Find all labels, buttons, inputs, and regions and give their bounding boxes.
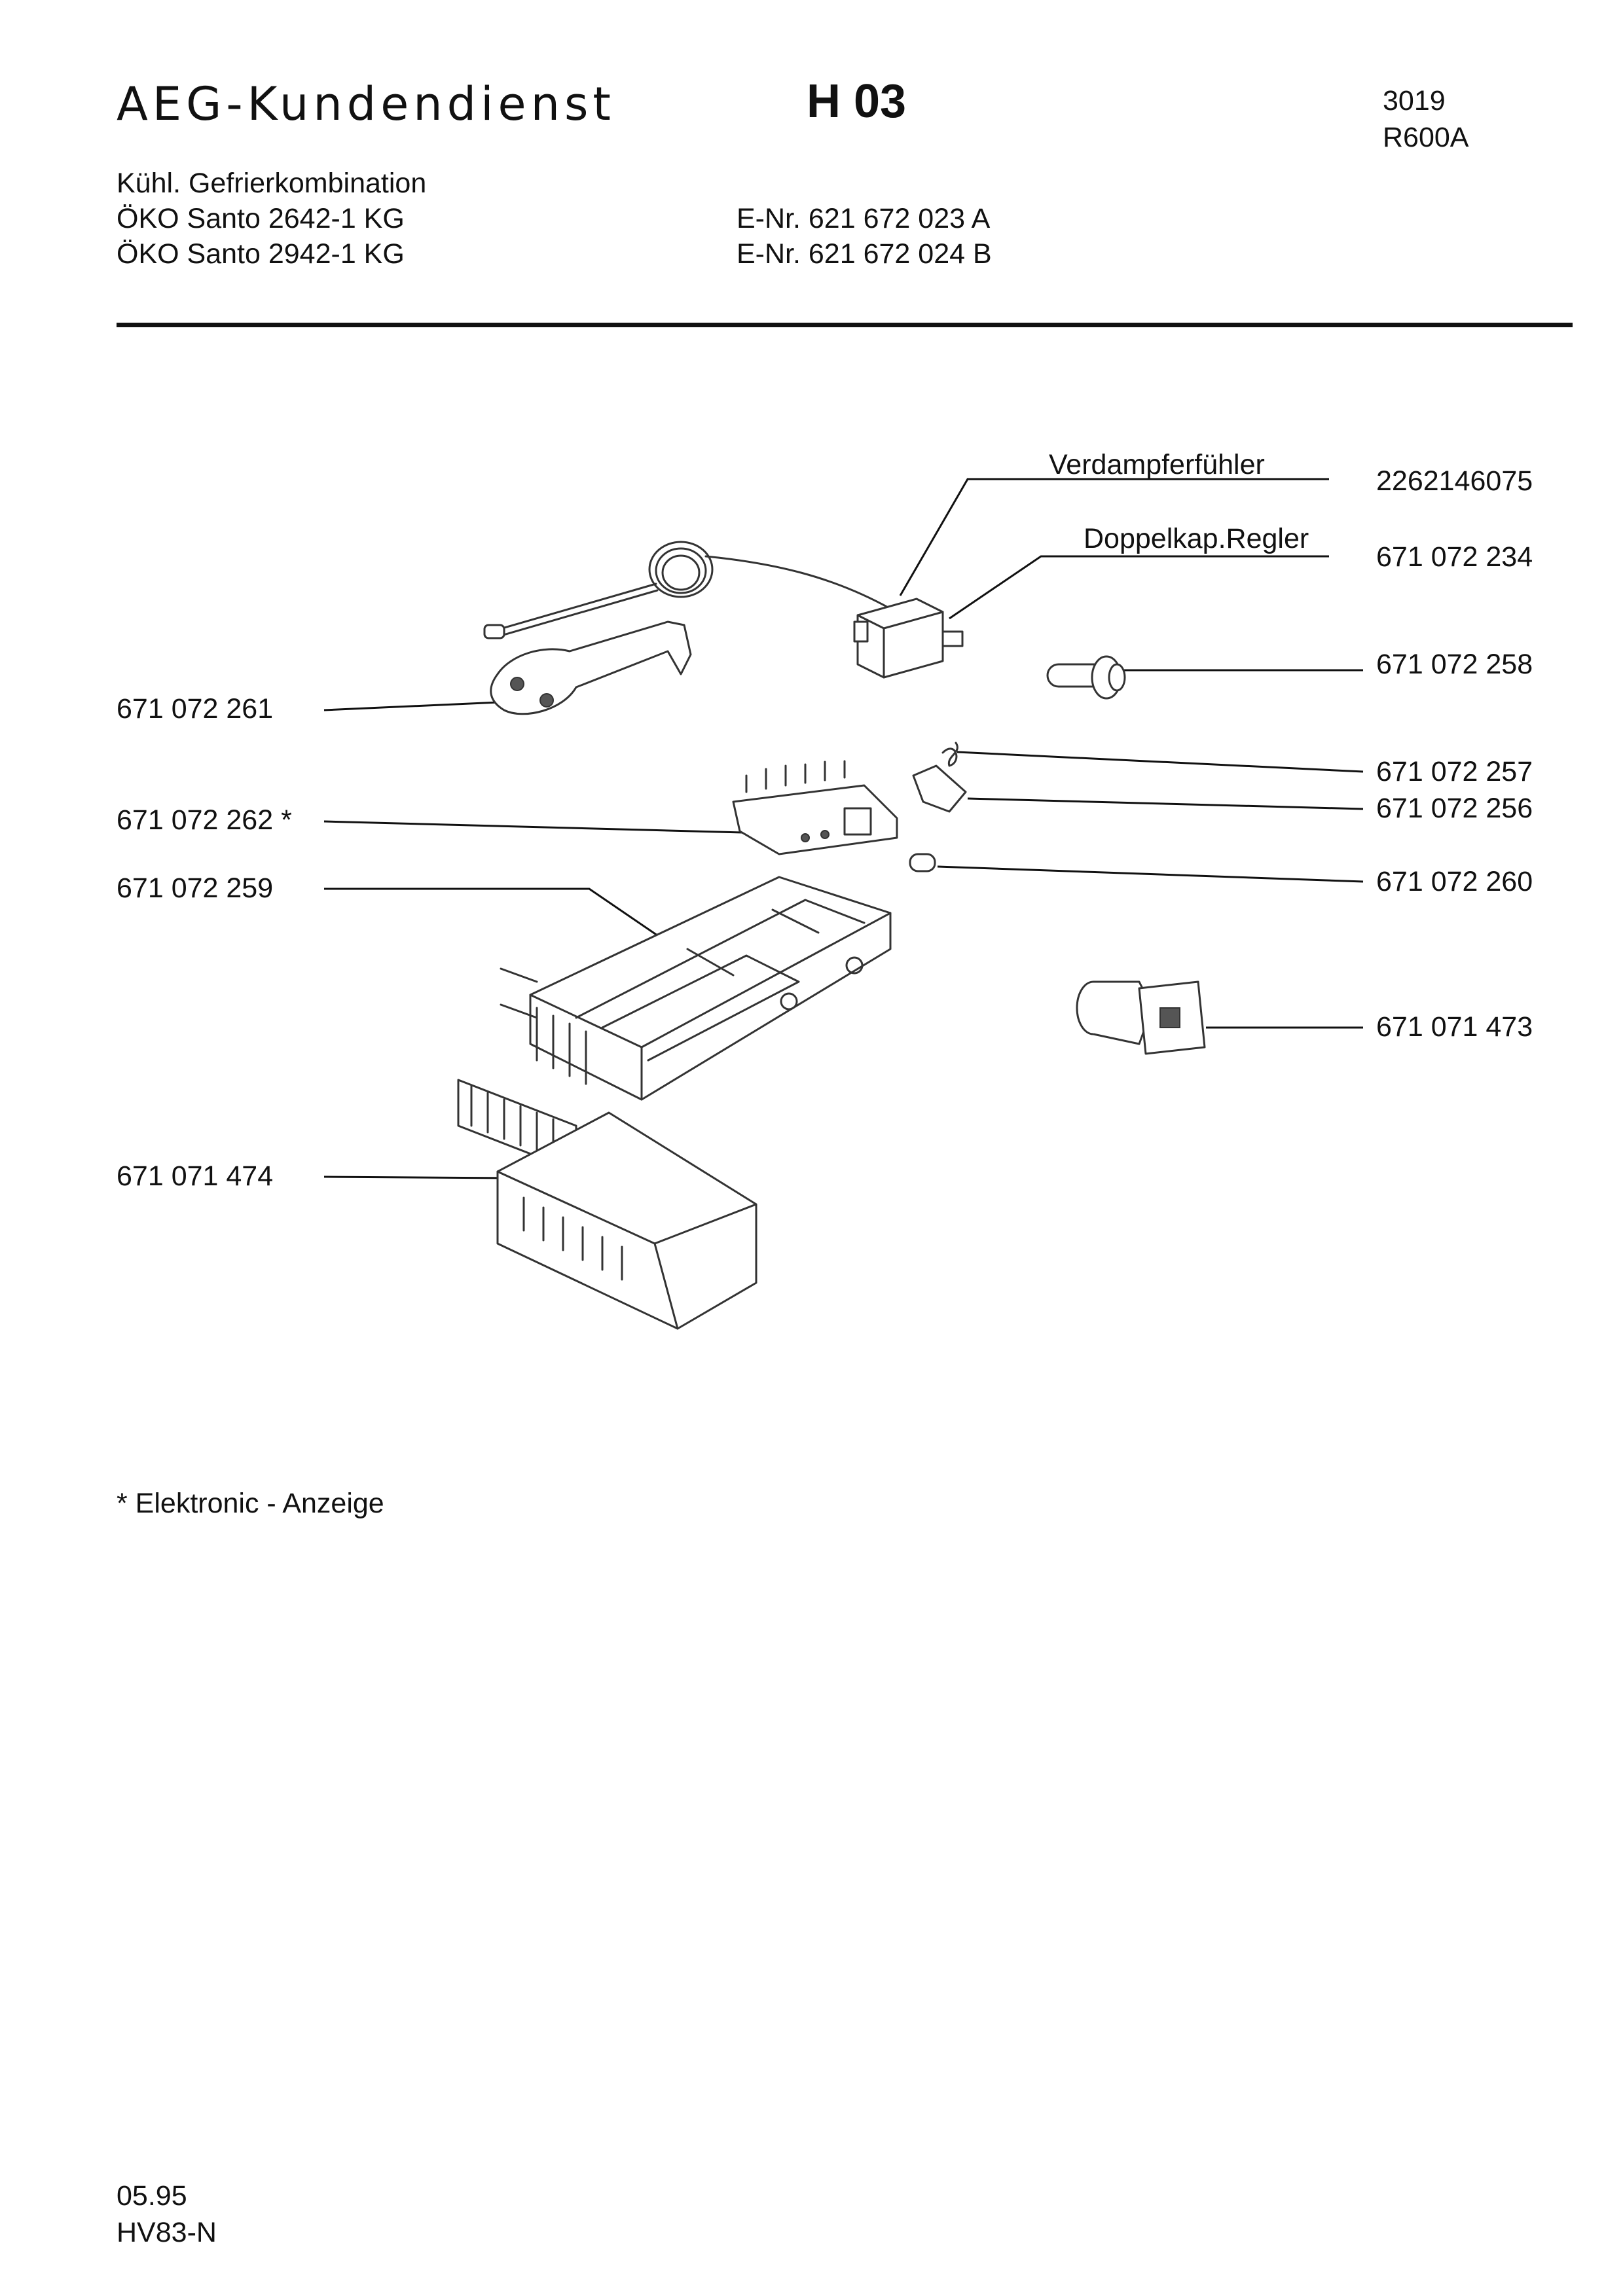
- part-number-671072259: 671 072 259: [117, 872, 274, 904]
- double-thermostat: [853, 598, 964, 679]
- footnote: * Elektronic - Anzeige: [117, 1488, 384, 1519]
- product-category: Kühl. Gefrierkombination: [117, 168, 427, 199]
- callout-line-sensor: [899, 478, 1329, 596]
- refrigerant: R600A: [1383, 122, 1469, 153]
- model-enr-2: E-Nr. 621 672 024 B: [737, 238, 992, 270]
- part-number-671072234: 671 072 234: [1376, 541, 1533, 573]
- callout-line-671072259: [324, 888, 668, 944]
- footer-date: 05.95: [117, 2180, 187, 2212]
- callout-line-671072260: [937, 865, 1364, 883]
- electronic-display-board: [732, 760, 898, 855]
- callout-line-671072256: [967, 797, 1364, 810]
- footer-doc-code: HV83-N: [117, 2217, 217, 2248]
- part-number-671072261: 671 072 261: [117, 693, 274, 725]
- label-sensor: Verdampferfühler: [1049, 449, 1265, 480]
- callout-line-671072261: [323, 701, 500, 711]
- page-code: H 03: [807, 75, 907, 128]
- callout-line-controller: [949, 555, 1329, 620]
- model-name-2: ÖKO Santo 2942-1 KG: [117, 238, 405, 270]
- part-number-671071474: 671 071 474: [117, 1160, 274, 1192]
- part-number-671071473: 671 071 473: [1376, 1011, 1533, 1043]
- callout-line-671071474: [323, 1175, 511, 1179]
- part-number-2262146075: 2262146075: [1376, 465, 1533, 497]
- knob: [1046, 655, 1126, 700]
- callout-lines: [323, 478, 1364, 1179]
- part-number-671072262: 671 072 262 *: [117, 804, 292, 836]
- header-rule: [117, 323, 1573, 327]
- part-number-671072257: 671 072 257: [1376, 756, 1533, 787]
- part-number-671072258: 671 072 258: [1376, 649, 1533, 680]
- brand-title: AEG-Kundendienst: [117, 77, 615, 131]
- spring-clips: [912, 742, 967, 813]
- model-enr-1: E-Nr. 621 672 023 A: [737, 203, 991, 234]
- callout-line-671072257: [957, 751, 1364, 773]
- label-controller: Doppelkap.Regler: [1084, 523, 1309, 554]
- part-number-671072256: 671 072 256: [1376, 793, 1533, 824]
- lamp-bulb: [909, 853, 936, 872]
- lamp-holder: [1076, 980, 1206, 1055]
- model-name-1: ÖKO Santo 2642-1 KG: [117, 203, 405, 234]
- callout-line-671072262: [323, 820, 767, 834]
- reference-number: 3019: [1383, 85, 1446, 117]
- clamp-bracket: [490, 620, 692, 715]
- housing-tray: [500, 876, 892, 1101]
- evaporator-sensor: [483, 541, 892, 639]
- part-number-671072260: 671 072 260: [1376, 866, 1533, 897]
- cover-housing: [457, 1079, 757, 1330]
